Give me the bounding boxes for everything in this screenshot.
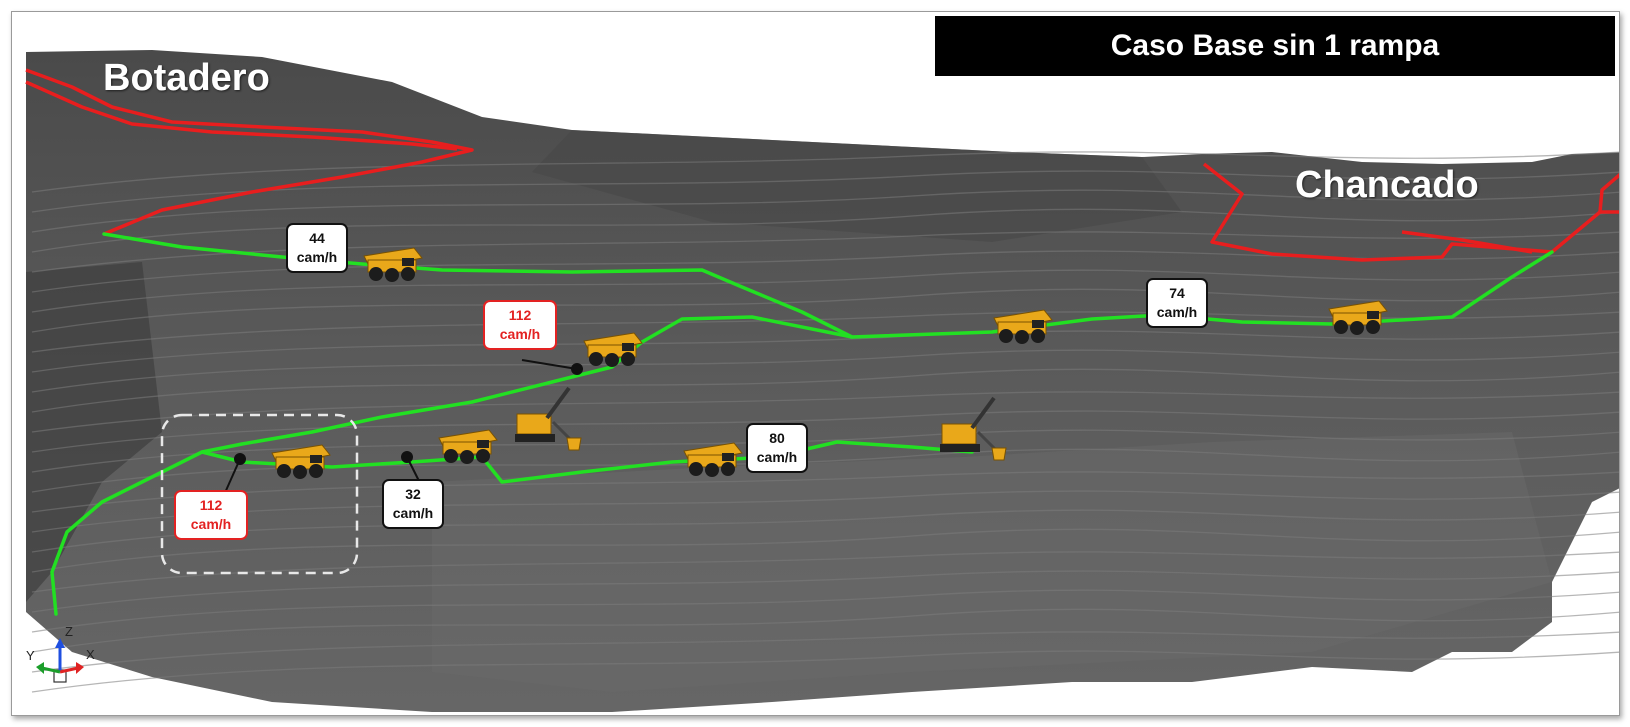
bench-line (31, 551, 1619, 593)
bench-line (31, 189, 1619, 233)
bench-line (31, 650, 1619, 693)
bench-line (31, 151, 1619, 193)
rate-unit: cam/h (1156, 304, 1198, 320)
haul-truck-icon (438, 429, 498, 464)
bench-line (31, 490, 1619, 533)
crusher-boundary-east (1598, 172, 1619, 213)
bench-line (31, 410, 1619, 453)
dump-boundary-outer (25, 68, 474, 236)
rate-callout-upper-ramp: 112 cam/h (483, 300, 557, 350)
bottleneck-highlight (160, 413, 359, 575)
bench-line (31, 288, 1619, 333)
haul-truck-icon (583, 332, 643, 367)
haul-truck-icon (993, 309, 1053, 344)
pit-shadow-west (26, 262, 162, 602)
rate-unit: cam/h (392, 505, 434, 521)
rate-value: 112 (508, 307, 532, 323)
rate-value: 44 (309, 230, 325, 246)
crusher-boundary-inner (1401, 230, 1533, 254)
electric-shovel-icon (515, 386, 582, 451)
pit-floor (432, 432, 1552, 692)
route-ramp-west (50, 340, 644, 616)
rate-unit: cam/h (190, 516, 232, 532)
axis-y-shaft (41, 666, 61, 674)
zone-label-crusher: Chancado (1295, 164, 1479, 206)
bench-line (31, 589, 1619, 633)
bench-line (31, 471, 1619, 513)
zone-label-dump: Botadero (103, 57, 270, 99)
rate-callout-ramp-bottleneck: 112 cam/h (174, 490, 248, 540)
axis-x-shaft (59, 666, 79, 674)
rate-value: 32 (405, 486, 421, 502)
bench-lines (31, 151, 1619, 693)
diagram-frame: Z X Y Caso Base sin 1 rampa Botadero Cha… (11, 11, 1620, 716)
leader-dot-upper (571, 363, 583, 375)
haul-truck-icon (683, 442, 743, 477)
rate-callout-lower-bench: 32 cam/h (382, 479, 444, 529)
leader-line-upper (521, 359, 578, 370)
rate-unit: cam/h (296, 249, 338, 265)
axis-triad-icon: Z X Y (26, 624, 95, 683)
haul-truck-icon (1328, 300, 1388, 335)
bench-line (31, 269, 1619, 313)
shovels (515, 386, 1007, 461)
axis-z-arrow (55, 638, 65, 648)
bench-line (31, 608, 1619, 653)
axis-y-label: Y (26, 648, 35, 663)
bench-line (31, 528, 1619, 573)
axis-x-label: X (86, 647, 95, 662)
rate-value: 112 (199, 497, 223, 513)
haul-truck-icon (271, 444, 331, 479)
bench-line (31, 631, 1619, 673)
area-boundaries (25, 68, 1619, 262)
bench-line (31, 170, 1619, 213)
dump-boundary-inner (25, 80, 458, 151)
haul-truck-icon (363, 247, 423, 282)
bench-line (31, 391, 1619, 433)
electric-shovel-icon (940, 396, 1007, 461)
mine-pit-scene: Z X Y (25, 50, 1619, 712)
axis-z-label: Z (65, 624, 73, 639)
bench-line (31, 570, 1619, 613)
crusher-boundary (1202, 162, 1619, 262)
rate-unit: cam/h (499, 326, 541, 342)
rate-unit: cam/h (756, 449, 798, 465)
bench-line (31, 368, 1619, 413)
axis-x-arrow (76, 662, 84, 674)
bench-line (31, 349, 1619, 393)
pit-shadow-mid (532, 130, 1182, 242)
route-main-upper (640, 250, 1554, 344)
bench-line (31, 509, 1619, 553)
rate-value: 80 (769, 430, 785, 446)
rate-value: 74 (1169, 285, 1185, 301)
axis-y-arrow (36, 662, 44, 674)
rate-callout-dump-route: 44 cam/h (286, 223, 348, 273)
bench-line (31, 429, 1619, 473)
rate-callout-crusher-route: 74 cam/h (1146, 278, 1208, 328)
haul-trucks (271, 247, 1388, 479)
route-dump-upper (102, 232, 854, 339)
leader-dot-bench (401, 451, 413, 463)
rate-callout-shovel-route: 80 cam/h (746, 423, 808, 473)
leader-dot-ramp (234, 453, 246, 465)
scenario-title: Caso Base sin 1 rampa (935, 16, 1615, 76)
